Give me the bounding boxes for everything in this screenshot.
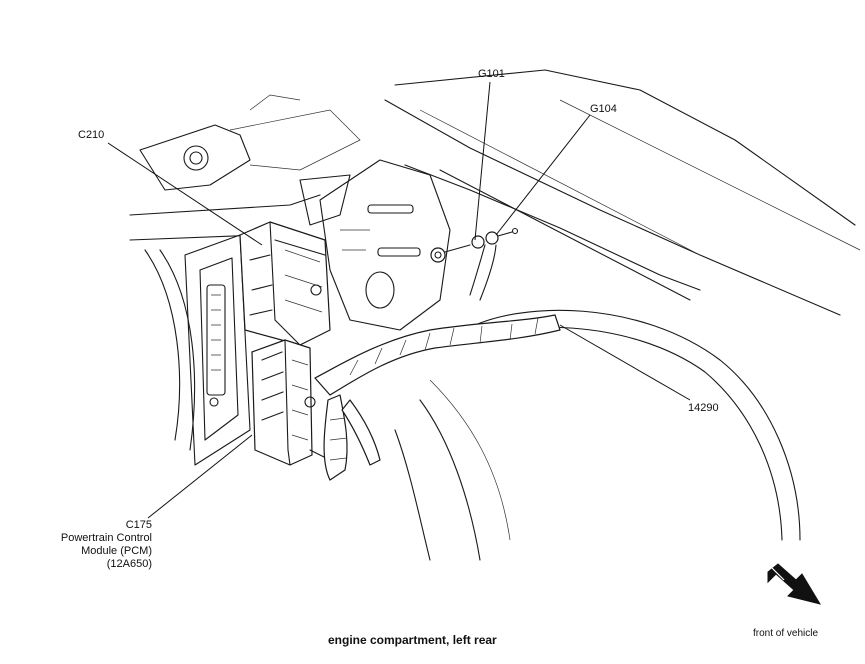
ground-points <box>430 227 519 263</box>
label-pcm-line2: Module (PCM) <box>81 545 152 557</box>
figure-caption: engine compartment, left rear <box>328 633 497 647</box>
label-14290: 14290 <box>688 402 719 414</box>
wiring-harness-14290 <box>314 244 561 481</box>
label-c175-group: C175 Powertrain Control Module (PCM) (12… <box>40 519 152 571</box>
c210-connector <box>239 221 331 346</box>
label-c175: C175 <box>125 519 152 531</box>
label-pcm-line1: Powertrain Control <box>60 532 152 544</box>
label-g104: G104 <box>590 103 617 115</box>
label-g101: G101 <box>478 68 505 80</box>
pcm-bracket <box>184 234 251 466</box>
shock-tower <box>299 159 451 331</box>
front-of-vehicle-label: front of vehicle <box>753 628 819 639</box>
label-c210: C210 <box>78 129 105 141</box>
leader-lines <box>107 81 691 519</box>
label-pcm-line3: (12A650) <box>106 558 152 570</box>
fender-panel <box>384 69 861 316</box>
front-arrow-icon <box>767 563 822 605</box>
pcm-module <box>251 339 331 481</box>
wheel-well <box>394 309 801 561</box>
